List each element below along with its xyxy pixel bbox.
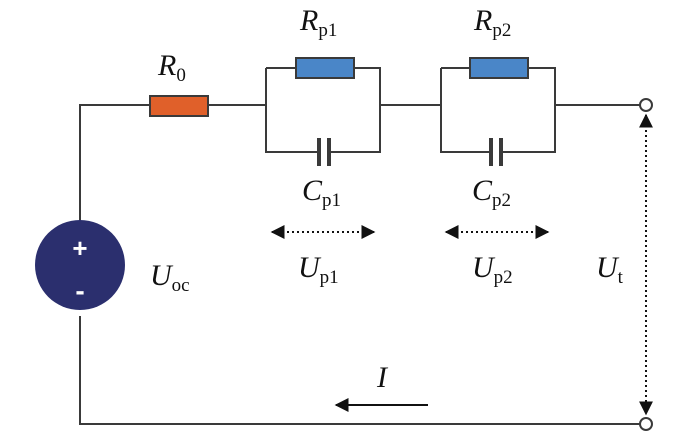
r0-label: R0 xyxy=(157,49,186,86)
rc2-loop xyxy=(440,67,556,153)
rc1-loop xyxy=(265,67,381,153)
cp1-label: Cp1 xyxy=(302,174,341,211)
source-minus-sign: - xyxy=(75,275,84,306)
rp1-label: Rp1 xyxy=(299,4,337,41)
uoc-label: Uoc xyxy=(150,259,190,296)
terminal-bottom xyxy=(639,417,653,431)
up1-label: Up1 xyxy=(298,251,339,288)
source-plus-sign: + xyxy=(72,233,87,263)
cp2-capacitor xyxy=(489,138,503,166)
ut-label: Ut xyxy=(596,251,624,288)
rp2-label: Rp2 xyxy=(473,4,511,41)
voltage-source xyxy=(35,220,125,310)
cp2-label: Cp2 xyxy=(472,174,511,211)
cp1-capacitor xyxy=(317,138,331,166)
up2-label: Up2 xyxy=(472,251,513,288)
left-wire-top xyxy=(79,104,150,264)
rp2-resistor xyxy=(469,57,529,79)
r0-resistor xyxy=(149,95,209,117)
terminal-top xyxy=(639,98,653,112)
wires xyxy=(79,67,642,425)
current-label: I xyxy=(376,361,389,394)
rp1-resistor xyxy=(295,57,355,79)
left-wire-bottom xyxy=(79,316,642,425)
